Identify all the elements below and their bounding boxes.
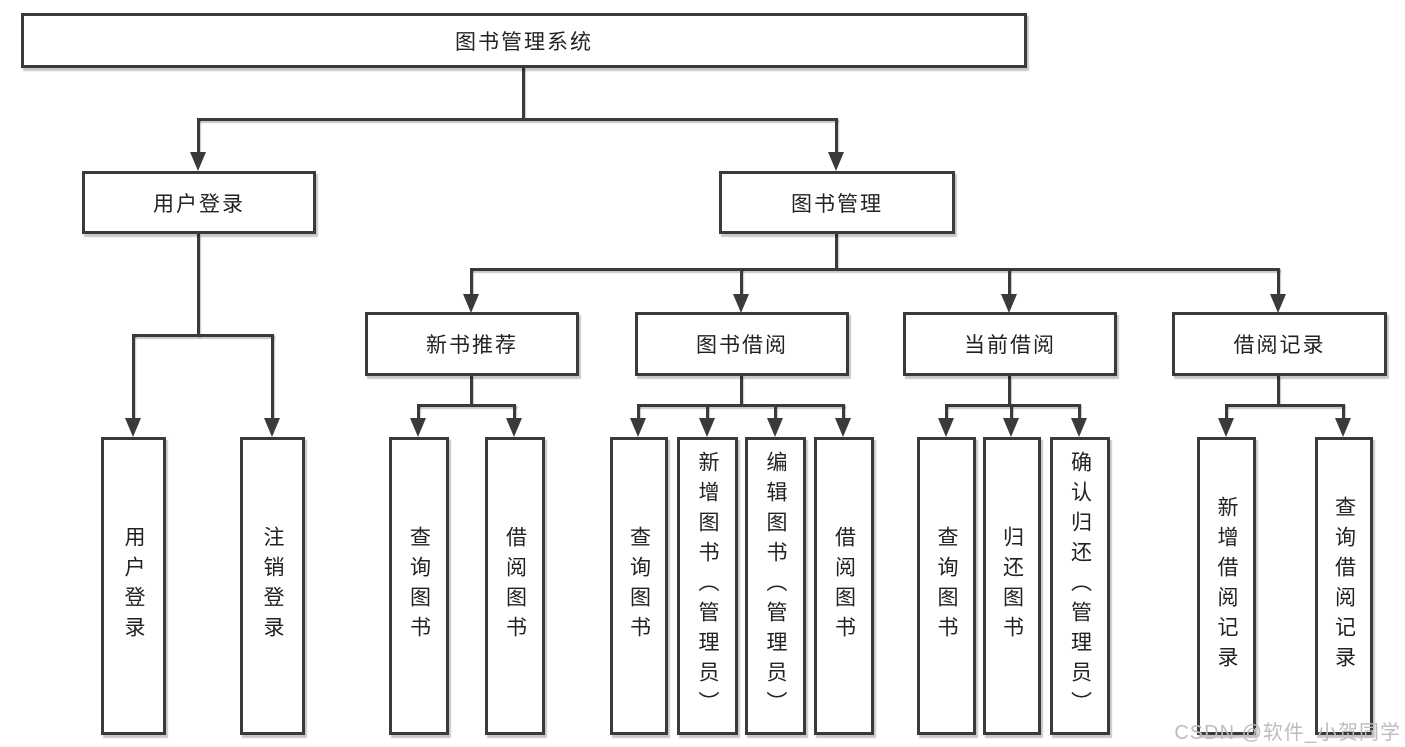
connector-line xyxy=(470,376,473,406)
arrow-down-icon xyxy=(1001,294,1017,313)
arrow-down-icon xyxy=(767,418,783,437)
arrow-down-icon xyxy=(835,418,851,437)
connector-line xyxy=(197,234,200,337)
connector-line xyxy=(706,404,709,420)
leaf-label: 查询图书 xyxy=(627,526,651,646)
arrow-down-icon xyxy=(125,418,141,437)
leaf-user-login: 用户登录 xyxy=(101,437,166,735)
node-label: 图书管理 xyxy=(791,192,883,216)
arrow-down-icon xyxy=(463,294,479,313)
connector-line xyxy=(637,404,845,407)
node-label: 借阅记录 xyxy=(1233,334,1326,357)
connector-line xyxy=(132,334,274,337)
leaf-add-book-admin: 新增图书（管理员） xyxy=(677,437,738,735)
leaf-borrow-book-recommend: 借阅图书 xyxy=(485,437,545,735)
connector-line xyxy=(740,376,743,406)
arrow-down-icon xyxy=(938,418,954,437)
connector-line xyxy=(1277,376,1280,406)
connector-line xyxy=(945,404,948,420)
connector-line xyxy=(1277,268,1280,296)
leaf-label: 查询图书 xyxy=(935,526,958,646)
csdn-watermark: CSDN @软件_小贺同学 xyxy=(1174,722,1401,744)
leaf-add-borrow-record: 新增借阅记录 xyxy=(1197,437,1256,735)
connector-line xyxy=(197,118,838,121)
leaf-logout: 注销登录 xyxy=(240,437,305,735)
leaf-label: 归还图书 xyxy=(1000,526,1024,646)
arrow-down-icon xyxy=(410,418,426,437)
arrow-down-icon xyxy=(190,152,206,171)
arrow-down-icon xyxy=(1270,294,1286,313)
leaf-query-book-borrowing: 查询图书 xyxy=(610,437,668,735)
connector-line xyxy=(417,404,420,420)
node-label: 图书管理系统 xyxy=(455,30,593,54)
arrow-down-icon xyxy=(1335,418,1351,437)
node-label: 新书推荐 xyxy=(426,334,518,357)
arrow-down-icon xyxy=(1218,418,1234,437)
arrow-down-icon xyxy=(630,418,646,437)
connector-line xyxy=(1010,404,1013,420)
connector-line xyxy=(513,404,516,420)
node-root-library-system: 图书管理系统 xyxy=(21,13,1027,68)
connector-line xyxy=(417,404,516,407)
connector-line xyxy=(740,268,743,296)
leaf-query-book-recommend: 查询图书 xyxy=(389,437,449,735)
leaf-label: 新增借阅记录 xyxy=(1215,496,1238,676)
connector-line xyxy=(835,118,838,154)
connector-line xyxy=(842,404,845,420)
arrow-down-icon xyxy=(1003,418,1019,437)
connector-line xyxy=(835,234,838,270)
connector-line xyxy=(522,68,525,120)
connector-line xyxy=(271,334,274,420)
connector-line xyxy=(1008,268,1011,296)
arrow-down-icon xyxy=(1071,418,1087,437)
leaf-query-book-current: 查询图书 xyxy=(917,437,976,735)
connector-line xyxy=(1008,376,1011,406)
connector-line xyxy=(132,334,135,420)
leaf-label: 新增图书（管理员） xyxy=(696,451,719,721)
node-user-login: 用户登录 xyxy=(82,171,316,234)
node-label: 当前借阅 xyxy=(964,334,1056,357)
leaf-label: 用户登录 xyxy=(122,526,145,646)
connector-line xyxy=(470,268,473,296)
node-new-book-recommend: 新书推荐 xyxy=(365,312,579,376)
connector-line xyxy=(470,268,1280,271)
node-book-management: 图书管理 xyxy=(719,171,955,234)
arrow-down-icon xyxy=(828,152,844,171)
arrow-down-icon xyxy=(506,418,522,437)
connector-line xyxy=(637,404,640,420)
connector-line xyxy=(774,404,777,420)
leaf-label: 借阅图书 xyxy=(832,526,856,646)
node-label: 用户登录 xyxy=(153,192,245,216)
leaf-label: 注销登录 xyxy=(261,526,284,646)
leaf-borrow-book: 借阅图书 xyxy=(814,437,874,735)
node-current-borrowing: 当前借阅 xyxy=(903,312,1117,376)
connector-line xyxy=(1342,404,1345,420)
leaf-label: 确认归还（管理员） xyxy=(1068,451,1092,721)
leaf-label: 查询借阅记录 xyxy=(1332,496,1356,676)
leaf-label: 借阅图书 xyxy=(503,526,527,646)
leaf-return-book: 归还图书 xyxy=(983,437,1041,735)
arrow-down-icon xyxy=(733,294,749,313)
connector-line xyxy=(1225,404,1344,407)
node-label: 图书借阅 xyxy=(696,334,788,357)
node-borrowing-records: 借阅记录 xyxy=(1172,312,1387,376)
leaf-edit-book-admin: 编辑图书（管理员） xyxy=(745,437,806,735)
leaf-label: 查询图书 xyxy=(407,526,431,646)
arrow-down-icon xyxy=(264,418,280,437)
arrow-down-icon xyxy=(699,418,715,437)
node-book-borrowing: 图书借阅 xyxy=(635,312,849,376)
connector-line xyxy=(1078,404,1081,420)
connector-line xyxy=(1225,404,1228,420)
leaf-query-borrow-record: 查询借阅记录 xyxy=(1315,437,1373,735)
leaf-label: 编辑图书（管理员） xyxy=(764,451,787,721)
leaf-confirm-return-admin: 确认归还（管理员） xyxy=(1050,437,1110,735)
connector-line xyxy=(197,118,200,154)
